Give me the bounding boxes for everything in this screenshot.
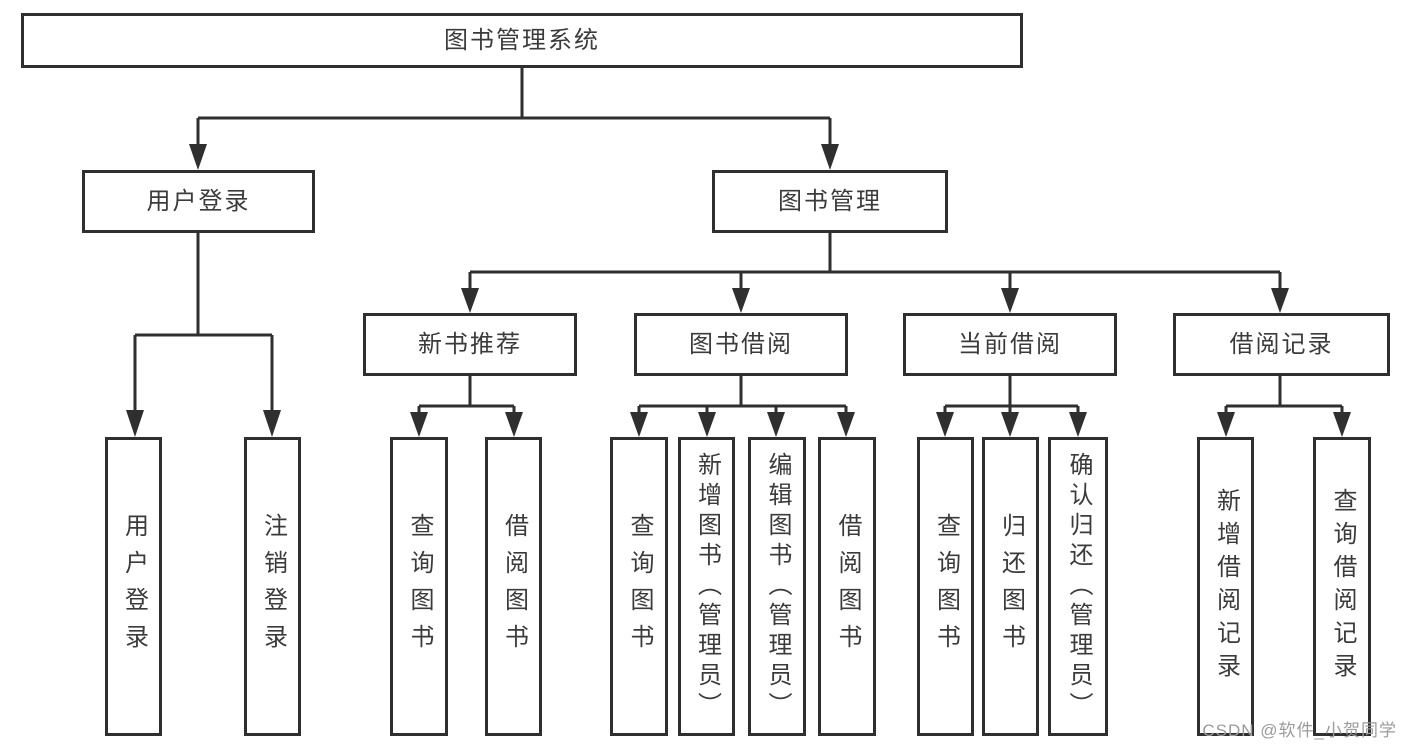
node-label: 图书借阅 xyxy=(689,330,793,358)
node-label: 借阅图书 xyxy=(834,512,861,661)
leaf-borrow-books-recommend: 借阅图书 xyxy=(485,437,542,736)
arrowhead-down-icon xyxy=(1217,412,1235,437)
node-label: 查询图书 xyxy=(932,512,960,661)
node-label: 编辑图书（管理员） xyxy=(764,451,791,722)
node-label: 新增借阅记录 xyxy=(1212,487,1240,686)
arrowhead-down-icon xyxy=(189,144,207,170)
connector-line xyxy=(417,376,516,414)
connector-line xyxy=(468,233,1282,290)
node-book-management: 图书管理 xyxy=(712,170,948,233)
leaf-add-books-admin: 新增图书（管理员） xyxy=(678,437,735,736)
arrowhead-down-icon xyxy=(630,412,648,437)
node-borrow-records: 借阅记录 xyxy=(1173,313,1390,376)
connector-user-login-to-leaves xyxy=(126,233,281,437)
arrowhead-down-icon xyxy=(126,410,144,437)
connector-line xyxy=(637,376,848,414)
connector-line xyxy=(196,68,832,146)
leaf-add-borrow-record: 新增借阅记录 xyxy=(1197,437,1254,736)
node-label: 确认归还（管理员） xyxy=(1065,451,1092,722)
node-label: 借阅图书 xyxy=(500,512,528,661)
leaf-query-books-recommend: 查询图书 xyxy=(390,437,448,736)
connector-line xyxy=(943,376,1080,414)
node-label: 借阅记录 xyxy=(1229,330,1334,358)
leaf-logout: 注销登录 xyxy=(244,437,301,736)
node-label: 查询图书 xyxy=(406,512,433,661)
leaf-confirm-return-admin: 确认归还（管理员） xyxy=(1048,437,1108,736)
arrowhead-down-icon xyxy=(698,412,716,437)
node-label: 当前借阅 xyxy=(958,330,1062,358)
node-book-borrow: 图书借阅 xyxy=(634,313,848,376)
arrowhead-down-icon xyxy=(1271,288,1289,313)
connector-current-borrow-to-leaves xyxy=(936,376,1087,437)
arrowhead-down-icon xyxy=(410,412,428,437)
node-label: 归还图书 xyxy=(997,512,1025,661)
connector-line xyxy=(1224,376,1344,414)
leaf-return-books: 归还图书 xyxy=(982,437,1039,736)
arrowhead-down-icon xyxy=(732,288,750,313)
node-current-borrow: 当前借阅 xyxy=(903,313,1117,376)
node-label: 图书管理 xyxy=(778,187,882,215)
node-label: 注销登录 xyxy=(259,512,287,661)
node-label: 查询借阅记录 xyxy=(1329,487,1356,686)
arrowhead-down-icon xyxy=(1333,412,1351,437)
arrowhead-down-icon xyxy=(1001,288,1019,313)
leaf-query-borrow-record: 查询借阅记录 xyxy=(1313,437,1371,736)
leaf-edit-books-admin: 编辑图书（管理员） xyxy=(748,437,806,736)
arrowhead-down-icon xyxy=(505,412,523,437)
node-label: 新增图书（管理员） xyxy=(693,451,721,722)
leaf-query-books-current: 查询图书 xyxy=(917,437,974,736)
arrowhead-down-icon xyxy=(936,412,954,437)
arrowhead-down-icon xyxy=(767,412,785,437)
leaf-user-login: 用户登录 xyxy=(105,437,162,736)
arrowhead-down-icon xyxy=(821,144,839,170)
arrowhead-down-icon xyxy=(837,412,855,437)
arrowhead-down-icon xyxy=(1001,412,1019,437)
connector-borrow-records-to-leaves xyxy=(1217,376,1351,437)
connector-new-book-recommend-to-leaves xyxy=(410,376,523,437)
node-label: 用户登录 xyxy=(120,512,148,661)
node-label: 用户登录 xyxy=(146,187,251,215)
connector-book-borrow-to-leaves xyxy=(630,376,855,437)
connector-root-to-level2 xyxy=(189,68,839,170)
arrowhead-down-icon xyxy=(461,288,479,313)
node-label: 图书管理系统 xyxy=(444,26,600,54)
connector-line xyxy=(133,233,274,412)
leaf-query-books-borrow: 查询图书 xyxy=(610,437,668,736)
arrowhead-down-icon xyxy=(1069,412,1087,437)
node-user-login: 用户登录 xyxy=(82,170,315,233)
csdn-watermark: CSDN @软件_小贺同学 xyxy=(1202,721,1397,740)
node-label: 查询图书 xyxy=(626,512,653,661)
node-new-book-recommend: 新书推荐 xyxy=(363,313,577,376)
arrowhead-down-icon xyxy=(263,410,281,437)
connector-book-management-to-level3 xyxy=(461,233,1289,313)
node-label: 新书推荐 xyxy=(418,330,522,358)
node-root-system: 图书管理系统 xyxy=(21,13,1023,68)
leaf-borrow-books: 借阅图书 xyxy=(818,437,876,736)
